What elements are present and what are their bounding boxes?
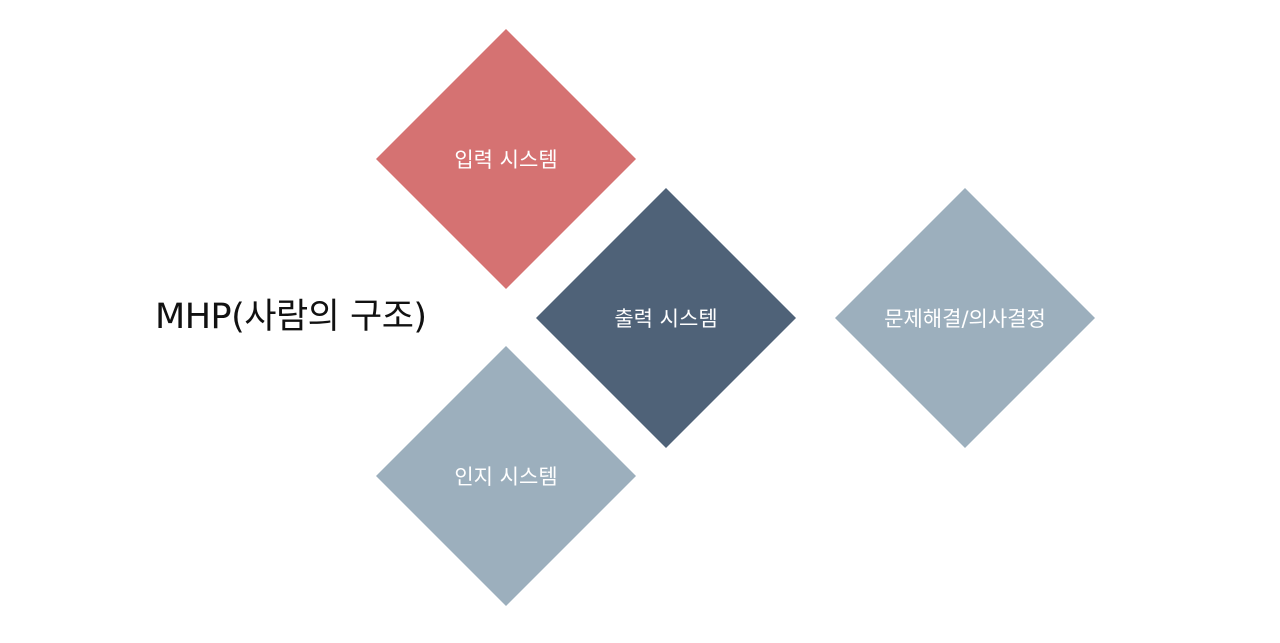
problem-solving-node: 문제해결/의사결정 [835,188,1095,448]
problem-solving-label: 문제해결/의사결정 [884,307,1046,331]
cognitive-system-node: 인지 시스템 [376,346,636,606]
diagram-title: MHP(사람의 구조) [155,297,427,337]
input-system-label: 입력 시스템 [454,148,558,172]
input-system-node: 입력 시스템 [376,29,636,289]
output-system-label: 출력 시스템 [614,307,718,331]
output-system-node: 출력 시스템 [536,188,796,448]
cognitive-system-label: 인지 시스템 [454,465,558,489]
